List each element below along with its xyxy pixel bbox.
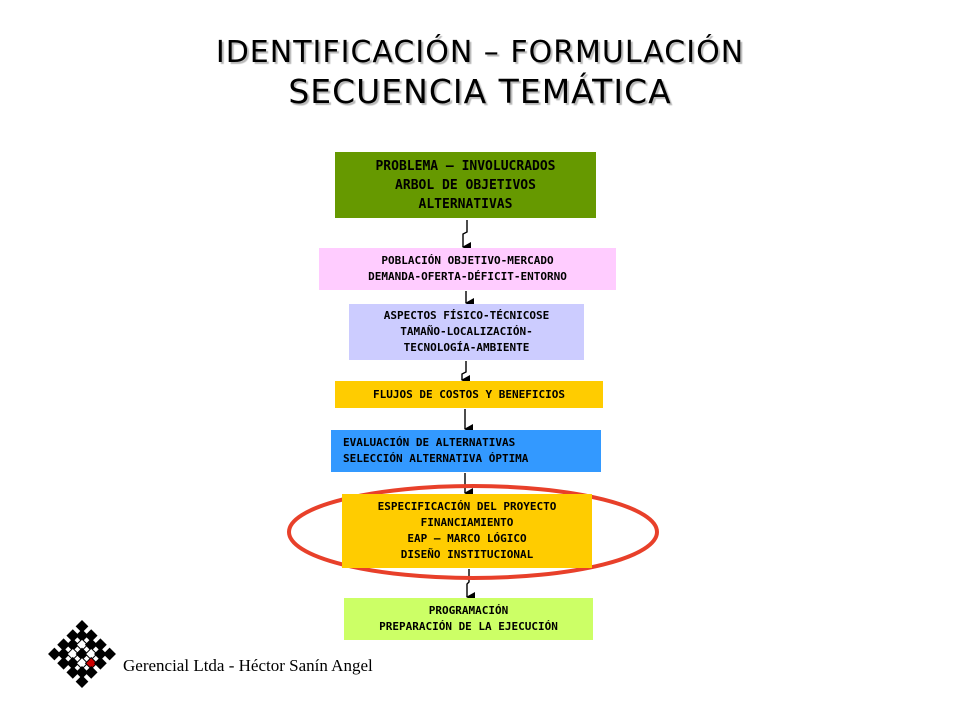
logo-cell (66, 666, 80, 679)
logo-cell (84, 656, 98, 670)
logo-cell (84, 629, 98, 642)
logo-cell (84, 638, 98, 652)
step-evaluacion-alternativas: EVALUACIÓN DE ALTERNATIVAS SELECCIÓN ALT… (331, 430, 601, 472)
step-poblacion-objetivo: POBLACIÓN OBJETIVO-MERCADO DEMANDA-OFERT… (319, 248, 616, 290)
logo-cell (66, 638, 80, 652)
logo-cell (75, 656, 89, 670)
step-line: ALTERNATIVAS (418, 196, 513, 212)
step-line: ASPECTOS FÍSICO-TÉCNICOSE (383, 309, 550, 322)
logo-cell (103, 647, 116, 661)
step-line: PREPARACIÓN DE LA EJECUCIÓN (379, 620, 558, 633)
page-title: IDENTIFICACIÓN – FORMULACIÓN (215, 35, 745, 70)
step-line: DEMANDA-OFERTA-DÉFICIT-ENTORNO (368, 270, 567, 283)
step-line: TECNOLOGÍA-AMBIENTE (403, 341, 530, 354)
logo-cell (75, 620, 89, 633)
logo-cell (75, 647, 89, 661)
connector-arrow-3 (461, 361, 470, 385)
step-especificacion-proyecto: ESPECIFICACIÓN DEL PROYECTO FINANCIAMIEN… (342, 494, 592, 568)
step-line: FINANCIAMIENTO (420, 516, 514, 529)
step-line: DISEÑO INSTITUCIONAL (400, 548, 534, 561)
logo-cell (94, 647, 107, 661)
footer-credit: Gerencial Ltda - Héctor Sanín Angel (123, 656, 373, 675)
logo-cell (66, 656, 80, 670)
logo-cell (75, 638, 89, 652)
logo-cell (84, 647, 98, 661)
step-line: TAMAÑO-LOCALIZACIÓN- (400, 325, 533, 338)
step-line: FLUJOS DE COSTOS Y BENEFICIOS (372, 387, 566, 401)
title-block: IDENTIFICACIÓN – FORMULACIÓN SECUENCIA T… (0, 34, 960, 112)
highlight-ellipse (287, 484, 659, 580)
connector-arrow-6 (466, 569, 475, 602)
logo-cell (66, 629, 80, 642)
step-line: SELECCIÓN ALTERNATIVA ÓPTIMA (343, 452, 529, 465)
step-line: ARBOL DE OBJETIVOS (395, 177, 536, 193)
diamond-grid-logo-icon (48, 620, 116, 688)
logo-cell (84, 666, 98, 679)
step-flujos-costos: FLUJOS DE COSTOS Y BENEFICIOS (335, 381, 603, 408)
logo-cell (57, 638, 70, 652)
logo-cell (48, 647, 61, 661)
logo-cell (75, 675, 89, 688)
logo-cell (66, 647, 80, 661)
logo-cell (57, 647, 70, 661)
page-subtitle: SECUENCIA TEMÁTICA (288, 72, 672, 111)
step-line: PROBLEMA – INVOLUCRADOS (375, 158, 556, 174)
step-line: EAP – MARCO LÓGICO (407, 532, 527, 545)
step-aspectos-tecnicos: ASPECTOS FÍSICO-TÉCNICOSE TAMAÑO-LOCALIZ… (349, 304, 584, 360)
logo-cell (94, 638, 107, 652)
logo-cell (94, 656, 107, 670)
step-problema-involucrados: PROBLEMA – INVOLUCRADOS ARBOL DE OBJETIV… (335, 152, 596, 218)
connector-arrow-1 (462, 220, 471, 252)
step-line: EVALUACIÓN DE ALTERNATIVAS (343, 436, 516, 449)
logo-cell (57, 656, 70, 670)
step-line: POBLACIÓN OBJETIVO-MERCADO (381, 254, 554, 267)
logo-cell (75, 666, 89, 679)
step-line: PROGRAMACIÓN (428, 604, 509, 617)
step-line: ESPECIFICACIÓN DEL PROYECTO (377, 500, 557, 513)
step-programacion: PROGRAMACIÓN PREPARACIÓN DE LA EJECUCIÓN (344, 598, 593, 640)
logo-cell (75, 629, 89, 642)
